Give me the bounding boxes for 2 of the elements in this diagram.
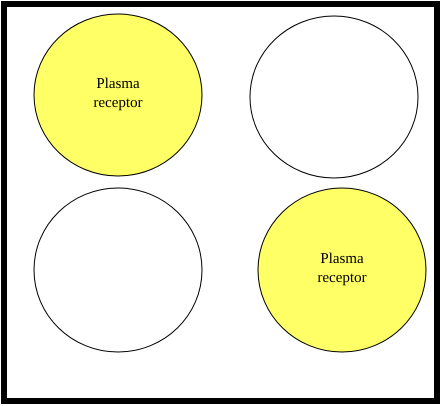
empty-circle: [34, 188, 202, 352]
empty-circle: [250, 16, 418, 178]
